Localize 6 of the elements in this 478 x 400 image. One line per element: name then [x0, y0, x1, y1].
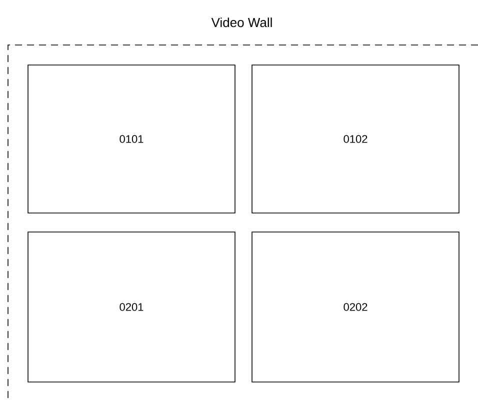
dashed-region — [8, 44, 478, 400]
screen-box: 0102 — [252, 64, 460, 214]
screen-box: 0101 — [28, 64, 236, 214]
screen-box: 0202 — [252, 232, 460, 382]
region-title: Video Wall — [211, 18, 272, 28]
screen-box: 0201 — [28, 232, 236, 382]
